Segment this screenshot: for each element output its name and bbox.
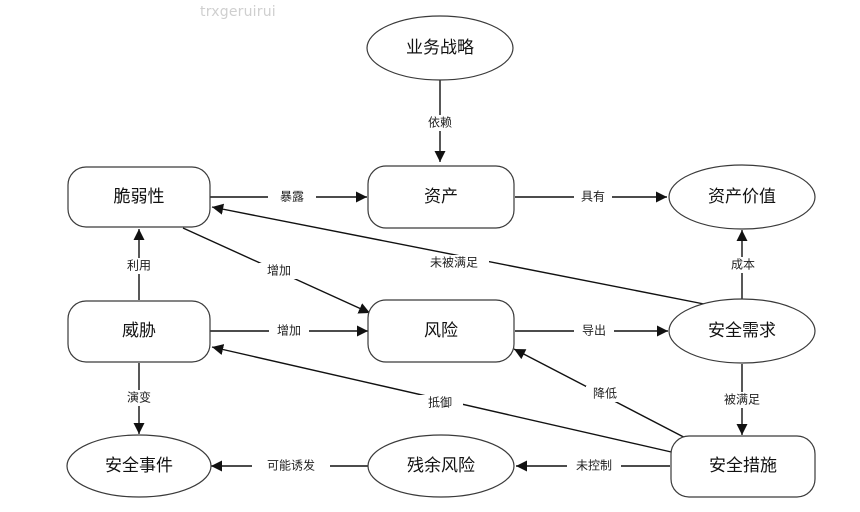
svg-text:安全事件: 安全事件 xyxy=(105,456,173,476)
edge-label-depends-on: 依赖 xyxy=(420,115,460,131)
svg-text:风险: 风险 xyxy=(424,321,458,341)
svg-text:安全措施: 安全措施 xyxy=(709,456,777,476)
edge-label-resist: 抵御 xyxy=(417,395,463,411)
svg-text:成本: 成本 xyxy=(731,258,755,272)
svg-text:业务战略: 业务战略 xyxy=(406,38,474,58)
svg-text:依赖: 依赖 xyxy=(428,115,452,130)
svg-text:威胁: 威胁 xyxy=(122,321,156,341)
svg-text:脆弱性: 脆弱性 xyxy=(114,187,165,207)
edge-label-expose: 暴露 xyxy=(268,189,316,205)
node-asset-value: 资产价值 xyxy=(668,164,816,230)
edge-label-increase-2: 增加 xyxy=(269,323,309,339)
svg-text:资产价值: 资产价值 xyxy=(708,187,776,207)
node-vulnerability: 脆弱性 xyxy=(67,166,211,228)
edge-label-reduce: 降低 xyxy=(586,386,624,402)
edge-label-may-induce: 可能诱发 xyxy=(252,458,330,474)
edge-label-uncontrolled: 未控制 xyxy=(567,458,621,474)
node-threat: 威胁 xyxy=(67,300,211,363)
svg-text:可能诱发: 可能诱发 xyxy=(267,458,315,473)
node-risk: 风险 xyxy=(367,299,515,363)
svg-text:残余风险: 残余风险 xyxy=(407,456,475,476)
svg-text:演变: 演变 xyxy=(127,390,151,405)
svg-text:暴露: 暴露 xyxy=(280,190,304,204)
svg-text:抵御: 抵御 xyxy=(428,395,452,410)
node-business-strategy: 业务战略 xyxy=(366,15,514,81)
edge-label-cost: 成本 xyxy=(726,257,760,273)
svg-text:资产: 资产 xyxy=(424,187,458,207)
svg-text:利用: 利用 xyxy=(127,259,151,273)
edge-label-have: 具有 xyxy=(574,189,612,205)
node-security-requirement: 安全需求 xyxy=(668,298,816,364)
svg-text:增加: 增加 xyxy=(277,324,301,338)
svg-text:未控制: 未控制 xyxy=(576,459,612,473)
watermark-text: trxgeruirui xyxy=(200,4,276,20)
node-residual-risk: 残余风险 xyxy=(367,434,515,498)
node-asset: 资产 xyxy=(367,165,515,229)
svg-text:未被满足: 未被满足 xyxy=(430,256,478,270)
edge-label-satisfied: 被满足 xyxy=(712,392,772,408)
node-security-event: 安全事件 xyxy=(66,434,212,498)
svg-text:安全需求: 安全需求 xyxy=(708,321,776,341)
svg-text:增加: 增加 xyxy=(267,264,291,278)
svg-text:导出: 导出 xyxy=(582,324,606,338)
edge-label-evolve: 演变 xyxy=(119,390,159,406)
edge-label-exploit: 利用 xyxy=(121,258,157,274)
edge-label-lead-to: 导出 xyxy=(574,323,614,339)
svg-text:具有: 具有 xyxy=(581,190,605,204)
svg-text:被满足: 被满足 xyxy=(724,393,760,407)
edge-label-unmet: 未被满足 xyxy=(419,255,489,271)
node-security-measure: 安全措施 xyxy=(670,435,816,498)
svg-text:降低: 降低 xyxy=(593,387,617,401)
edge-label-increase-1: 增加 xyxy=(259,263,299,279)
